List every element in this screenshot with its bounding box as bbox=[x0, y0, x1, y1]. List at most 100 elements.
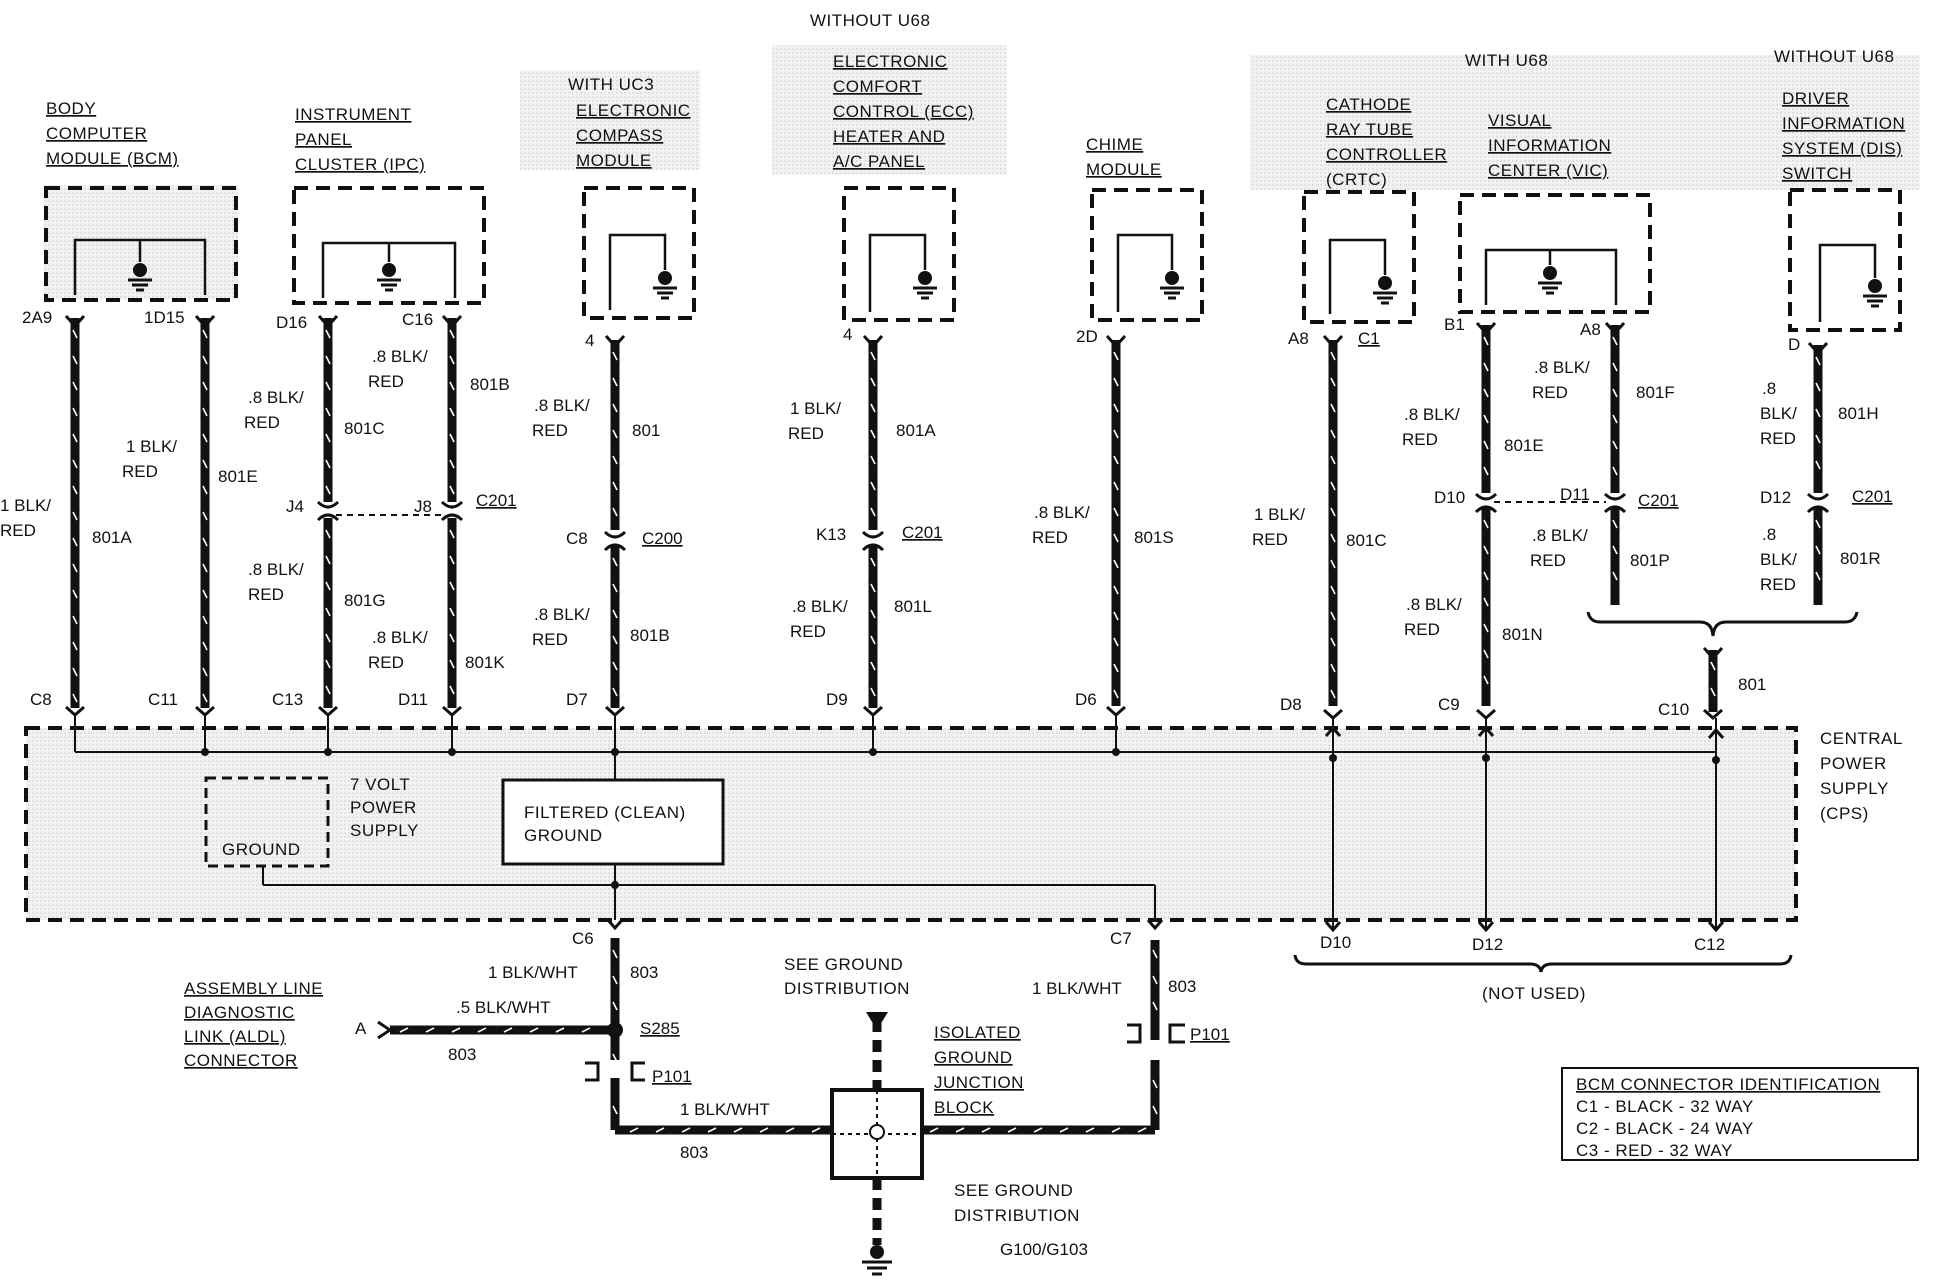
wire-stripe bbox=[1483, 597, 1489, 607]
connector-icon bbox=[861, 530, 885, 539]
svg-text:INFORMATION: INFORMATION bbox=[1488, 136, 1611, 155]
wire-stripe bbox=[1483, 336, 1489, 346]
shade-cps bbox=[26, 728, 1796, 920]
wire-stripe bbox=[1815, 356, 1821, 366]
wire-stripe bbox=[1113, 637, 1119, 647]
wire-stripe bbox=[202, 563, 208, 573]
wire-stripe bbox=[870, 481, 876, 491]
svg-text:DIAGNOSTIC: DIAGNOSTIC bbox=[184, 1003, 295, 1022]
wire-stripe bbox=[1113, 585, 1119, 595]
wire-stripe bbox=[1612, 414, 1618, 424]
svg-text:801R: 801R bbox=[1840, 549, 1881, 568]
svg-text:C201: C201 bbox=[1638, 491, 1679, 510]
svg-text:RED: RED bbox=[248, 585, 284, 604]
svg-text:D9: D9 bbox=[826, 690, 848, 709]
svg-text:1 BLK/: 1 BLK/ bbox=[126, 437, 177, 456]
svg-text:J8: J8 bbox=[414, 497, 432, 516]
wire-labels: 1 BLK/ RED 801A 1 BLK/ RED 801E .8 BLK/ … bbox=[0, 347, 1881, 694]
svg-text:801C: 801C bbox=[1346, 531, 1387, 550]
wire-stripe bbox=[1113, 377, 1119, 387]
wire-stripe bbox=[529, 1027, 539, 1033]
wire-stripe bbox=[870, 557, 876, 567]
svg-text:SEE GROUND: SEE GROUND bbox=[784, 955, 903, 974]
wire-stripe bbox=[1330, 559, 1336, 569]
svg-text:ELECTRONIC: ELECTRONIC bbox=[576, 101, 691, 120]
connector-dashed-links bbox=[336, 501, 1606, 516]
wire-stripe bbox=[325, 685, 331, 695]
svg-text:7 VOLT: 7 VOLT bbox=[350, 775, 410, 794]
svg-text:4: 4 bbox=[585, 331, 594, 350]
wire-stripe bbox=[612, 403, 618, 413]
wire-stripe bbox=[1111, 1127, 1121, 1133]
svg-text:A8: A8 bbox=[1580, 320, 1601, 339]
wire-stripe bbox=[1815, 382, 1821, 392]
svg-text:WITHOUT U68: WITHOUT U68 bbox=[1774, 47, 1894, 66]
svg-text:RED: RED bbox=[1252, 530, 1288, 549]
dis-box bbox=[1788, 188, 1902, 332]
wire-stripe bbox=[1483, 414, 1489, 424]
shade-ecc bbox=[772, 45, 1007, 175]
wire-stripe bbox=[612, 557, 618, 567]
wire-stripe bbox=[1815, 545, 1821, 555]
see-ground-top: SEE GROUND DISTRIBUTION bbox=[784, 955, 909, 998]
module-ground-icon bbox=[1868, 279, 1882, 293]
wire-stripe bbox=[612, 949, 618, 959]
wire-stripe bbox=[870, 583, 876, 593]
svg-text:C8: C8 bbox=[566, 529, 588, 548]
wire-stripe bbox=[707, 1127, 717, 1133]
wire-stripe bbox=[1113, 611, 1119, 621]
wire-stripe bbox=[72, 615, 78, 625]
crtc-label: CATHODE RAY TUBE CONTROLLER (CRTC) bbox=[1326, 95, 1447, 189]
pin-arrow-icon bbox=[862, 334, 884, 349]
wire-stripe bbox=[1152, 1079, 1158, 1089]
connector-icon bbox=[440, 500, 464, 509]
svg-text:COMFORT: COMFORT bbox=[833, 77, 922, 96]
bus-junction-dot bbox=[869, 748, 877, 756]
pin-arrow-icon bbox=[1105, 334, 1127, 349]
bcm-box bbox=[44, 186, 238, 302]
wire-stripe bbox=[870, 661, 876, 671]
wire-stripe bbox=[870, 429, 876, 439]
wire-stripe bbox=[1113, 455, 1119, 465]
svg-text:CATHODE: CATHODE bbox=[1326, 95, 1411, 114]
wire-stripe bbox=[202, 511, 208, 521]
svg-text:RED: RED bbox=[1032, 528, 1068, 547]
svg-text:J4: J4 bbox=[286, 497, 304, 516]
svg-text:HEATER AND: HEATER AND bbox=[833, 127, 945, 146]
wire-stripe bbox=[72, 329, 78, 339]
svg-text:POWER: POWER bbox=[350, 798, 417, 817]
wire-stripe bbox=[1330, 377, 1336, 387]
pin-arrow-icon bbox=[64, 314, 86, 329]
svg-text:RED: RED bbox=[532, 630, 568, 649]
pin-arrow-icon bbox=[605, 705, 625, 718]
wire-stripe bbox=[449, 381, 455, 391]
pin-arrow-icon bbox=[318, 705, 338, 718]
svg-text:D12: D12 bbox=[1760, 488, 1791, 507]
wire-stripes bbox=[72, 329, 1821, 703]
wire-stripe bbox=[202, 641, 208, 651]
ground-wire-stripes bbox=[399, 949, 1158, 1133]
wire-stripe bbox=[955, 1127, 965, 1133]
wire-stripe bbox=[1330, 533, 1336, 543]
svg-text:C201: C201 bbox=[902, 523, 943, 542]
wire-stripe bbox=[425, 1027, 435, 1033]
wire-stripe bbox=[1710, 687, 1716, 697]
wire-stripe bbox=[612, 583, 618, 593]
svg-text:C3 - RED - 32 WAY: C3 - RED - 32 WAY bbox=[1576, 1141, 1733, 1160]
wire-stripe bbox=[202, 381, 208, 391]
module-ground-icon bbox=[133, 263, 147, 277]
pin-arrow-icon bbox=[1322, 334, 1344, 349]
svg-text:801: 801 bbox=[1738, 675, 1766, 694]
svg-text:ASSEMBLY LINE: ASSEMBLY LINE bbox=[184, 979, 323, 998]
wire-stripe bbox=[870, 403, 876, 413]
svg-text:2A9: 2A9 bbox=[22, 308, 52, 327]
connector-icon bbox=[1474, 492, 1498, 501]
wire-stripe bbox=[449, 459, 455, 469]
dis-label: WITHOUT U68 DRIVER INFORMATION SYSTEM (D… bbox=[1774, 47, 1905, 183]
connector-icon bbox=[1806, 505, 1830, 514]
wire-stripe bbox=[72, 563, 78, 573]
wire-stripe bbox=[449, 329, 455, 339]
svg-text:D11: D11 bbox=[398, 690, 428, 709]
wire-stripe bbox=[870, 351, 876, 361]
